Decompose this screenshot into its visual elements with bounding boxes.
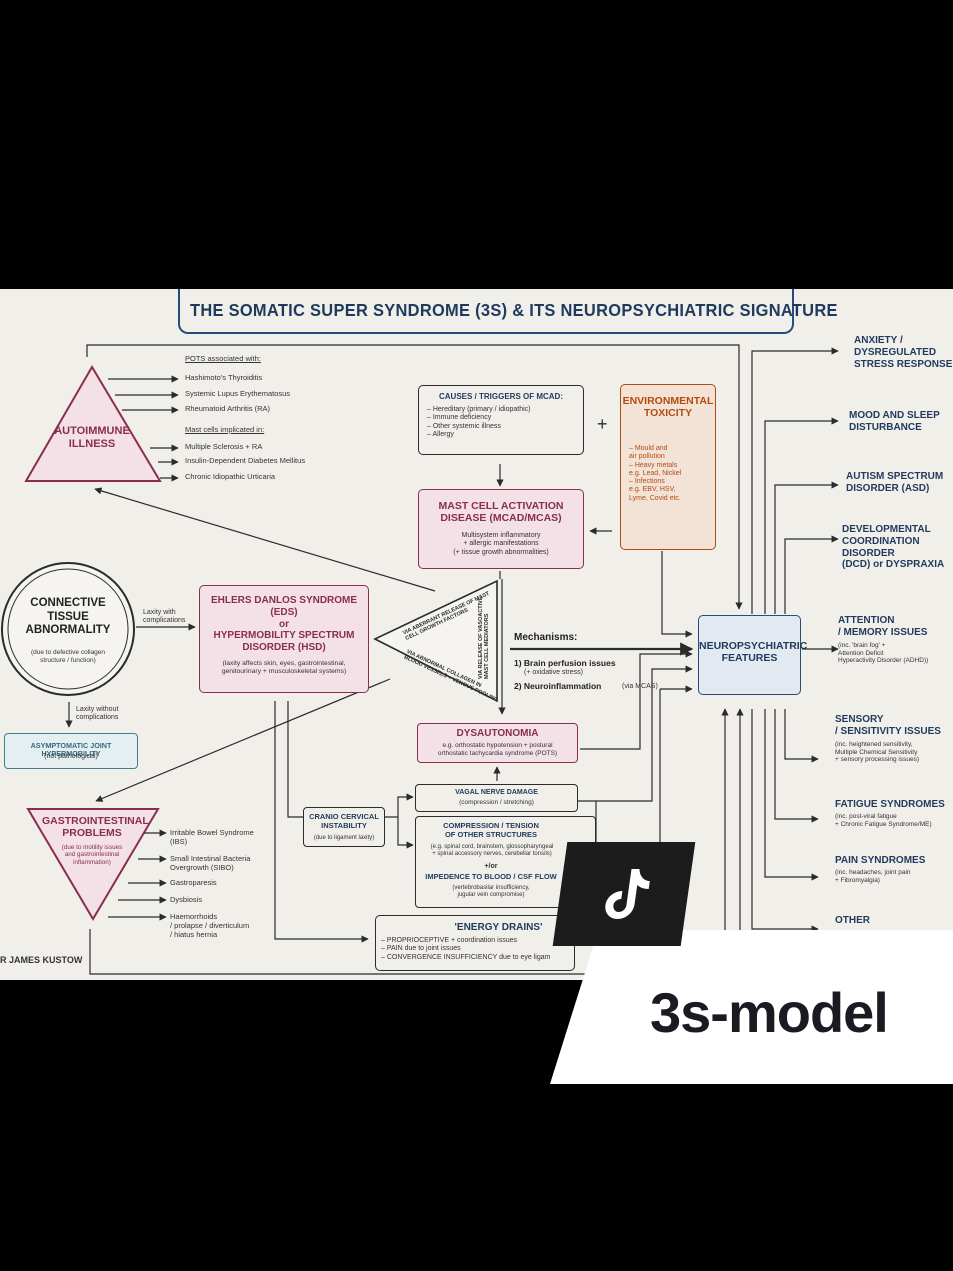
mechanism-1-sub: (+ oxidative stress) xyxy=(524,669,583,676)
pots-item: Systemic Lupus Erythematosus xyxy=(185,389,291,398)
tiktok-logo xyxy=(552,842,696,946)
gi-item: Irritable Bowel Syndrome (IBS) xyxy=(170,828,254,846)
energy-title: 'ENERGY DRAINS' xyxy=(454,922,543,933)
outcome-mood: MOOD AND SLEEP DISTURBANCE xyxy=(849,410,940,433)
pots-item: Hashimoto's Thyroiditis xyxy=(185,373,263,382)
craniocervical-title: CRANIO CERVICAL INSTABILITY xyxy=(309,812,379,830)
connector-lines xyxy=(1,344,839,975)
eds-box: EHLERS DANLOS SYNDROME (EDS) or HYPERMOB… xyxy=(199,585,369,693)
pots-item: Rheumatoid Arthritis (RA) xyxy=(185,404,271,413)
title-frame xyxy=(178,289,794,334)
vagal-box: VAGAL NERVE DAMAGE (compression / stretc… xyxy=(415,784,578,812)
outcome-sensory-desc: (inc. heightened sensitivity, Multiple C… xyxy=(835,741,919,764)
page-title: THE SOMATIC SUPER SYNDROME (3S) & ITS NE… xyxy=(190,300,838,320)
outcome-asd: AUTISM SPECTRUM DISORDER (ASD) xyxy=(846,471,944,494)
craniocervical-desc: (due to ligament laxity) xyxy=(313,835,375,841)
mast-item: Multiple Sclerosis + RA xyxy=(185,442,263,451)
asymptomatic-desc: (not pathological) xyxy=(44,753,98,760)
compression-andor: +/or xyxy=(484,863,498,870)
craniocervical-box: CRANIO CERVICAL INSTABILITY (due to liga… xyxy=(303,807,385,847)
caption-card xyxy=(550,930,953,1084)
outcome-attention-desc: (inc. 'brain fog' + Attention Deficit Hy… xyxy=(838,642,929,665)
gi-item: Haemorrhoids / prolapse / diverticulum /… xyxy=(170,912,250,939)
dysautonomia-desc: e.g. orthostatic hypotension + postural … xyxy=(437,742,558,757)
mechanism-triangle xyxy=(373,579,498,703)
env-toxicity-items: – Mould and air pollution – Heavy metals… xyxy=(629,445,682,502)
via-vasoactive-label: VIA RELEASE OF VASOACTIVE MAST CELL MEDI… xyxy=(478,596,491,679)
eds-title: EHLERS DANLOS SYNDROME (EDS) or HYPERMOB… xyxy=(210,595,358,654)
music-note-icon xyxy=(605,869,650,919)
compression-box: COMPRESSION / TENSION OF OTHER STRUCTURE… xyxy=(415,816,596,908)
outcome-pain-desc: (inc. headaches, joint pain + Fibromyalg… xyxy=(835,869,911,884)
mechanism-1: 1) Brain perfusion issues xyxy=(514,658,616,668)
asymptomatic-title: ASYMPTOMATIC JOINT HYPERMOBILITY xyxy=(30,741,112,759)
gi-title: GASTROINTESTINAL PROBLEMS xyxy=(42,815,149,840)
outcome-dcd: DEVELOPMENTAL COORDINATION DISORDER (DCD… xyxy=(842,524,945,571)
gi-item: Dysbiosis xyxy=(170,895,203,904)
energy-items: – PROPRIOCEPTIVE + coordination issues –… xyxy=(381,937,551,961)
outcome-sensory: SENSORY / SENSITIVITY ISSUES xyxy=(835,714,941,737)
outcome-fatigue: FATIGUE SYNDROMES xyxy=(835,799,945,810)
mcad-desc: Multisystem inflammatory + allergic mani… xyxy=(453,532,549,556)
mcad-causes-title: CAUSES / TRIGGERS OF MCAD: xyxy=(438,392,563,401)
diagram-poster: THE SOMATIC SUPER SYNDROME (3S) & ITS NE… xyxy=(0,289,953,980)
gi-item: Gastroparesis xyxy=(170,878,217,887)
caption-text: 3s-model xyxy=(650,981,889,1044)
energy-box: 'ENERGY DRAINS' – PROPRIOCEPTIVE + coord… xyxy=(375,915,575,971)
gi-item: Small Intestinal Bacteria Overgrowth (SI… xyxy=(170,854,251,872)
mast-item: Insulin-Dependent Diabetes Mellitus xyxy=(185,456,306,465)
compression-desc: (e.g. spinal cord, brainstem, glossophar… xyxy=(430,844,554,858)
plus-sign: + xyxy=(597,414,608,434)
outcome-attention: ATTENTION / MEMORY ISSUES xyxy=(838,615,928,638)
neuro-title: NEUROPSYCHIATRIC FEATURES xyxy=(699,640,808,665)
gi-desc: (due to motility issues and gastrointest… xyxy=(61,844,123,866)
gi-triangle xyxy=(26,808,160,921)
mcad-causes-box: CAUSES / TRIGGERS OF MCAD: – Hereditary … xyxy=(418,385,584,455)
mechanisms-title: Mechanisms: xyxy=(514,632,578,643)
autoimmune-label: AUTOIMMUNE ILLNESS xyxy=(54,425,130,450)
compression-title: COMPRESSION / TENSION OF OTHER STRUCTURE… xyxy=(443,821,539,839)
asymptomatic-box: ASYMPTOMATIC JOINT HYPERMOBILITY (not pa… xyxy=(4,733,138,769)
vagal-desc: (compression / stretching) xyxy=(459,799,534,806)
mechanism-2-sub: (via MCAS) xyxy=(622,683,658,690)
outcome-other: OTHER xyxy=(835,915,870,926)
connective-title: CONNECTIVE TISSUE ABNORMALITY xyxy=(25,597,111,637)
mechanism-2: 2) Neuroinflammation xyxy=(514,681,602,691)
outcome-fatigue-desc: (inc. post-viral fatigue + Chronic Fatig… xyxy=(835,813,932,828)
env-toxicity-box: ENVIRONMENTAL TOXICITY – Mould and air p… xyxy=(620,384,716,550)
env-toxicity-title: ENVIRONMENTAL TOXICITY xyxy=(622,395,714,420)
outcome-anxiety: ANXIETY / DYSREGULATED STRESS RESPONSE xyxy=(854,335,953,370)
autoimmune-triangle xyxy=(24,365,162,482)
dysautonomia-box: DYSAUTONOMIA e.g. orthostatic hypotensio… xyxy=(417,723,578,763)
dysautonomia-title: DYSAUTONOMIA xyxy=(456,728,539,739)
mast-item: Chronic Idiopathic Urticaria xyxy=(185,472,276,481)
mcad-causes-items: – Hereditary (primary / idiopathic) – Im… xyxy=(427,406,531,438)
vagal-title: VAGAL NERVE DAMAGE xyxy=(455,789,538,796)
author: R JAMES KUSTOW xyxy=(0,955,83,965)
pots-header: POTS associated with: xyxy=(185,354,261,363)
outcome-pain: PAIN SYNDROMES xyxy=(835,855,926,866)
mcad-title: MAST CELL ACTIVATION DISEASE (MCAD/MCAS) xyxy=(438,500,564,525)
compression-title2: IMPEDENCE TO BLOOD / CSF FLOW xyxy=(425,872,557,881)
laxity-with-label: Laxity with complications xyxy=(143,609,186,625)
connective-desc: (due to defective collagen structure / f… xyxy=(30,649,106,664)
compression-desc2: (vertebrobasilar insufficiency, jugular … xyxy=(452,885,530,899)
neuro-box: NEUROPSYCHIATRIC FEATURES xyxy=(698,615,808,695)
connective-circle xyxy=(1,562,135,696)
mast-header: Mast cells implicated in: xyxy=(185,425,265,434)
eds-desc: (laxity affects skin, eyes, gastrointest… xyxy=(221,660,347,676)
laxity-without-label: Laxity without complications xyxy=(76,706,119,722)
mcad-box: MAST CELL ACTIVATION DISEASE (MCAD/MCAS)… xyxy=(418,489,584,569)
